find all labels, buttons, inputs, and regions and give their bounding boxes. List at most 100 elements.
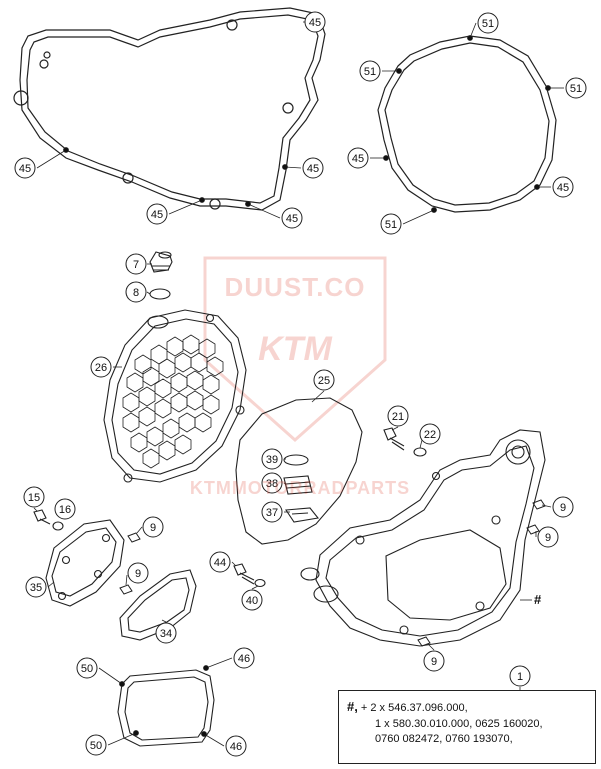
callout-37: 37 [261, 501, 283, 523]
callout-45: 45 [146, 203, 168, 225]
callout-circle [477, 12, 499, 34]
callout-circle [142, 516, 164, 538]
note-box: #, + 2 x 546.37.096.000, 1 x 580.30.010.… [338, 690, 596, 764]
callout-circle [281, 207, 303, 229]
callout-circle [537, 526, 559, 548]
callout-15: 15 [23, 486, 45, 508]
callout-circle [304, 11, 326, 33]
callout-number: 45 [19, 163, 31, 175]
callout-45: 45 [552, 176, 574, 198]
callout-45: 45 [304, 11, 326, 33]
callout-circle [85, 734, 107, 756]
washer-22 [413, 447, 427, 457]
callout-38: 38 [261, 472, 283, 494]
leader-lines-top [36, 19, 564, 225]
callout-26: 26 [90, 356, 112, 378]
callout-46: 46 [233, 647, 255, 669]
outer-cover-gasket [235, 397, 363, 545]
watermark-brand-text: KTM [258, 330, 332, 368]
callout-number: 40 [246, 595, 258, 607]
callout-number: 45 [309, 17, 321, 29]
screw-21 [383, 427, 405, 451]
callout-51: 51 [565, 77, 587, 99]
callout-circle [380, 213, 402, 235]
callout-number: 39 [266, 454, 278, 466]
callout-number: 1 [517, 671, 523, 683]
callout-50: 50 [85, 734, 107, 756]
callout-number: 46 [230, 741, 242, 753]
callout-number: 7 [133, 259, 139, 271]
ignition-cover-gasket [377, 35, 557, 213]
watermark-top-text: DUUST.CO [224, 272, 366, 302]
callout-50: 50 [76, 657, 98, 679]
callout-21: 21 [387, 405, 409, 427]
washer-16 [52, 521, 64, 531]
washer-40 [254, 578, 266, 588]
callout-circle [423, 650, 445, 672]
callout-number: 51 [364, 66, 376, 78]
o-ring-8 [149, 288, 171, 300]
callout-number: 26 [95, 362, 107, 374]
callout-45: 45 [347, 147, 369, 169]
callout-51: 51 [359, 60, 381, 82]
callout-9: 9 [537, 526, 559, 548]
callout-45: 45 [302, 157, 324, 179]
callout-number: 9 [560, 502, 566, 514]
callout-circle [359, 60, 381, 82]
callout-45: 45 [14, 157, 36, 179]
watermark-shield [203, 256, 387, 443]
callout-number: 15 [28, 492, 40, 504]
callout-39: 39 [261, 448, 283, 470]
callout-number: 50 [81, 663, 93, 675]
parts-39-38-37 [283, 454, 320, 523]
callout-number: 45 [352, 153, 364, 165]
callout-number: 44 [214, 557, 226, 569]
callout-number: 22 [424, 429, 436, 441]
callout-number: 9 [545, 532, 551, 544]
callout-number: 51 [385, 219, 397, 231]
callout-number: 25 [318, 375, 330, 387]
callout-number: 50 [90, 740, 102, 752]
inner-clutch-cover [300, 429, 546, 647]
callout-circle [76, 657, 98, 679]
callout-number: 16 [59, 504, 71, 516]
callout-9: 9 [423, 650, 445, 672]
callout-number: 51 [570, 83, 582, 95]
callout-circle [23, 486, 45, 508]
callout-number: 46 [238, 653, 250, 665]
callout-7: 7 [125, 253, 147, 275]
callout-circle [209, 551, 231, 573]
callout-number: 45 [286, 213, 298, 225]
callout-9: 9 [127, 562, 149, 584]
callout-16: 16 [54, 498, 76, 520]
callout-number: 45 [557, 182, 569, 194]
hash-label: # [534, 592, 542, 607]
callout-circle [155, 622, 177, 644]
callout-circle [54, 498, 76, 520]
watermark-bottom-text: KTMMOTORRADPARTS [189, 478, 411, 498]
callout-circle [302, 157, 324, 179]
callout-circle [552, 176, 574, 198]
callout-circle [387, 405, 409, 427]
note-line-3: 0760 082472, 0760 193070, [375, 733, 513, 745]
callout-51: 51 [477, 12, 499, 34]
callout-circle [127, 562, 149, 584]
callout-circle [14, 157, 36, 179]
callout-number: 37 [266, 507, 278, 519]
callout-circle [261, 448, 283, 470]
callout-circle [347, 147, 369, 169]
callout-9: 9 [142, 516, 164, 538]
callout-circle [565, 77, 587, 99]
callout-circle [233, 647, 255, 669]
oil-plug [149, 251, 173, 273]
note-symbol: #, [347, 699, 358, 714]
screw-15 [33, 509, 51, 525]
callout-44: 44 [209, 551, 231, 573]
callout-circle [90, 356, 112, 378]
callout-circle [419, 423, 441, 445]
small-cover-gasket [117, 669, 215, 747]
callout-circle [25, 576, 47, 598]
callout-number: 34 [160, 628, 172, 640]
callout-number: 45 [151, 209, 163, 221]
callout-8: 8 [125, 281, 147, 303]
